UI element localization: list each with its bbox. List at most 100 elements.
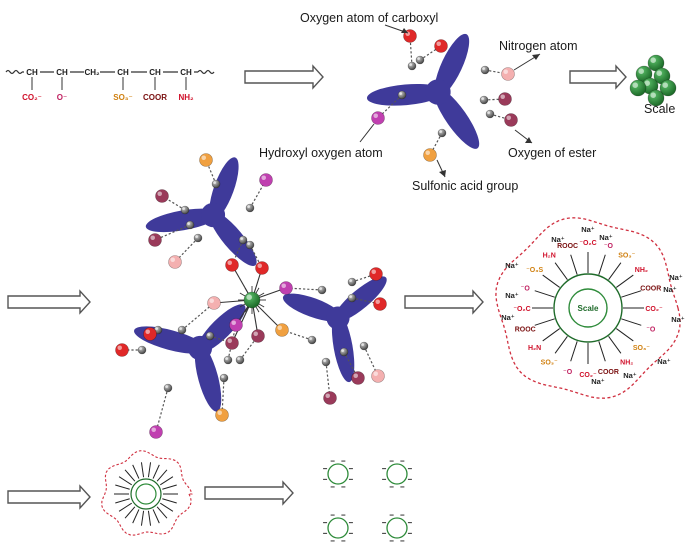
micelle-tail-6 xyxy=(621,318,642,326)
cx-right-sulfonic-fill xyxy=(275,323,289,337)
cx-right-carboxyl-1-anchor-fill xyxy=(347,277,357,287)
micelle-group-16: ⁻O xyxy=(521,286,531,293)
micelle-group-9: COOR xyxy=(598,369,619,376)
cx-bl-sulfonic-anchor-fill xyxy=(219,373,229,383)
micelle-group-10: CO₂⁻ xyxy=(579,372,597,379)
arrow-small-micelle-to-particles xyxy=(204,480,294,506)
cx-top-ester-2-bond xyxy=(154,224,191,241)
complex-molecule-top-core xyxy=(200,202,226,228)
top-carboxyl-oxygen-1-anchor xyxy=(407,61,417,71)
micelle-tail-12 xyxy=(554,336,568,354)
top-molecule-body-core xyxy=(425,79,451,105)
cx-right-carboxyl-2-shine xyxy=(375,299,380,304)
atom-labels: Oxygen atom of carboxyl Nitrogen atom Ox… xyxy=(259,11,596,193)
small-micelle-boundary xyxy=(101,450,193,536)
pointer-hydroxyl xyxy=(359,123,375,143)
chain-wavy-end-left xyxy=(5,69,23,75)
cx-bl-carboxyl-1 xyxy=(143,327,157,341)
pointer-carboxyl-head xyxy=(401,28,408,33)
cx-top-carboxyl-1-anchor-fill xyxy=(238,235,248,245)
top-ester-oxygen-2-anchor-fill xyxy=(485,109,495,119)
small-micelle-tail-10 xyxy=(115,498,130,504)
top-ester-oxygen-1-anchor xyxy=(479,95,489,105)
cx-top-sulfonic-fill xyxy=(199,153,213,167)
cx-top-ester-2 xyxy=(148,233,162,247)
cx-bl-sulfonic-shine xyxy=(217,410,223,415)
cx-right-ester-2-anchor-shine xyxy=(323,359,326,362)
polymer-molecule-top xyxy=(366,29,518,162)
micelle-group-2: SO₃⁻ xyxy=(618,253,635,260)
cx-right-ester-1-anchor-fill xyxy=(339,347,349,357)
cx-right-carboxyl-2-anchor-shine xyxy=(349,295,352,298)
cx-top-carboxyl-1-anchor xyxy=(238,235,248,245)
chain-pendant-4: COOR xyxy=(143,93,167,102)
cx-right-nitrogen-fill xyxy=(371,369,385,383)
small-micelle-tail-19 xyxy=(156,469,168,482)
process-arrows xyxy=(7,64,627,510)
scale-particle-6 xyxy=(647,89,665,107)
cx-bl-sulfonic xyxy=(215,408,229,422)
top-nitrogen-atom xyxy=(501,67,515,81)
cx-bl-carboxyl-2-anchor-fill xyxy=(137,345,147,355)
cx-top-carboxyl-2-anchor xyxy=(245,240,255,250)
micelle-na-ion-2: Na⁺ xyxy=(599,233,613,242)
cx-top-carboxyl-1-anchor-shine xyxy=(240,237,244,241)
top-sulfonic-group-anchor-fill xyxy=(437,128,447,138)
cx-top-carboxyl-2-shine xyxy=(257,263,262,268)
cx-right-nitrogen-bond xyxy=(363,345,379,377)
micelle-group-8: NH₂ xyxy=(620,359,633,366)
cx-top-hydroxyl-anchor xyxy=(245,203,255,213)
scale-crystal-cluster xyxy=(629,54,677,107)
micelle-na-ion-7: Na⁺ xyxy=(623,371,637,380)
dispersed-particles xyxy=(323,460,412,542)
top-hydroxyl-oxygen-fill xyxy=(371,111,385,125)
cx-bl-hydroxyl-anchor xyxy=(223,355,233,365)
cx-bl-carboxyl-2-anchor-shine xyxy=(139,347,143,350)
cx-right-nitrogen-anchor-fill xyxy=(359,341,369,351)
cx-bl-hydroxyl-2-bond xyxy=(155,387,169,433)
top-ester-oxygen-1 xyxy=(498,92,512,106)
cx-right-carboxyl-1-anchor-shine xyxy=(349,279,352,282)
small-micelle-tail-20 xyxy=(160,476,174,486)
scale-particle-5-shine xyxy=(632,82,638,88)
cx-bl-ester-anchor-fill xyxy=(235,355,245,365)
chain-unit-bg-2 xyxy=(84,66,100,76)
micelle-na-ion-5: Na⁺ xyxy=(671,315,685,324)
cx-right-carboxyl-2-anchor-fill xyxy=(347,293,357,303)
cx-right-nitrogen-shine xyxy=(373,371,378,376)
cx-bl-hydroxyl-anchor-fill xyxy=(223,355,233,365)
small-micelle-tail-4 xyxy=(152,509,160,524)
top-nitrogen-atom-anchor-shine xyxy=(482,67,485,70)
micelle-group-6: ⁻O xyxy=(646,326,656,333)
label-sulfonic-acid-group: Sulfonic acid group xyxy=(412,179,518,193)
cx-bl-sulfonic-fill xyxy=(215,408,229,422)
cx-right-ester-2-anchor-fill xyxy=(321,357,331,367)
cx-bl-carboxyl-2-fill xyxy=(115,343,129,357)
cx-bl-hydroxyl-fill xyxy=(229,318,243,332)
chain-pendant-1: O⁻ xyxy=(57,93,67,102)
arrow-into-small-micelle xyxy=(7,484,91,510)
pointer-nitrogen-head xyxy=(532,54,540,60)
micelle-na-ion-11: Na⁺ xyxy=(505,261,519,270)
top-carboxyl-oxygen-2 xyxy=(434,39,448,53)
micelle-core-label: Scale xyxy=(578,304,599,313)
scale-particle-0-shine xyxy=(650,57,656,63)
particle-3 xyxy=(386,517,408,539)
micelle-tail-8 xyxy=(608,336,622,354)
cx-bl-hydroxyl-2-fill xyxy=(149,425,163,439)
scale-particle-6-shine xyxy=(650,92,656,98)
top-carboxyl-oxygen-2-anchor xyxy=(415,55,425,65)
micelle-tail-13 xyxy=(542,328,560,342)
scale-particle-2-shine xyxy=(656,70,662,76)
small-micelle-tail-16 xyxy=(140,462,145,478)
top-carboxyl-oxygen-2-fill xyxy=(434,39,448,53)
chain-unit-4: CH xyxy=(149,68,161,77)
cx-right-ester-2-shine xyxy=(325,393,330,398)
cx-top-ester-1-anchor xyxy=(180,205,190,215)
cx-right-hydroxyl-anchor-shine xyxy=(319,287,322,290)
label-hydroxyl-oxygen-atom: Hydroxyl oxygen atom xyxy=(259,146,383,160)
chain-unit-3: CH xyxy=(117,68,129,77)
micelle-boundary xyxy=(495,217,681,399)
cx-bl-ester-2 xyxy=(225,336,239,350)
micelle-tail-7 xyxy=(616,328,634,342)
